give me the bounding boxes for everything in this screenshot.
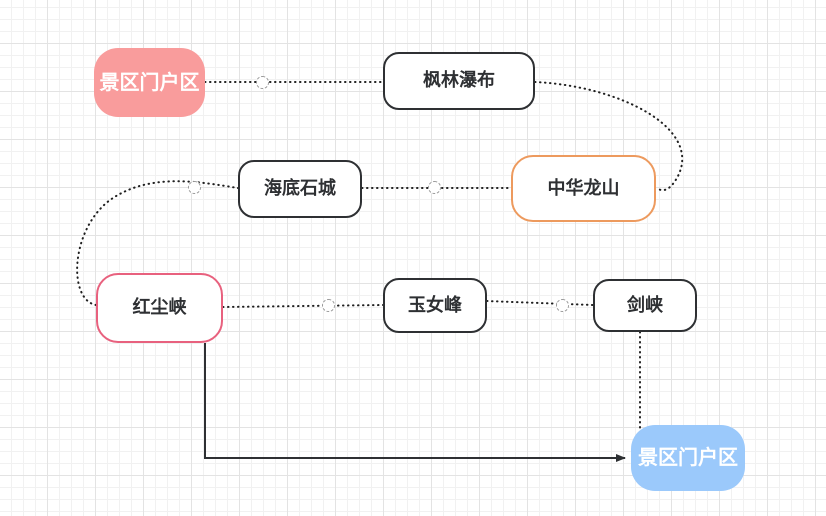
- node-zhonghua-longshan[interactable]: 中华龙山: [511, 155, 656, 222]
- edge-hongchen-xia-to-gateway-bottom[interactable]: [204, 343, 626, 462]
- node-label-haidi-shicheng: 海底石城: [264, 178, 336, 199]
- node-jian-xia[interactable]: 剑峡: [593, 279, 697, 332]
- node-label-gateway-bottom: 景区门户区: [638, 447, 738, 469]
- node-label-zhonghua-longshan: 中华龙山: [547, 177, 620, 198]
- node-fenglin-pubu[interactable]: 枫林瀑布: [383, 52, 535, 110]
- edge-yunv-feng-to-jian-xia[interactable]: [486, 300, 594, 306]
- node-yunv-feng[interactable]: 玉女峰: [383, 278, 487, 333]
- node-label-jian-xia: 剑峡: [627, 294, 663, 315]
- node-label-fenglin-pubu: 枫林瀑布: [423, 70, 495, 91]
- node-label-gateway-top: 景区门户区: [99, 71, 200, 94]
- edge-waypoint-wp1[interactable]: [255, 75, 269, 89]
- node-label-hongchen-xia: 红尘峡: [132, 297, 187, 318]
- edge-waypoint-wp2[interactable]: [187, 180, 201, 194]
- node-hongchen-xia[interactable]: 红尘峡: [96, 273, 223, 343]
- edge-hongchen-xia-to-yunv-feng[interactable]: [222, 304, 384, 308]
- node-label-yunv-feng: 玉女峰: [408, 294, 462, 315]
- edge-waypoint-wp4[interactable]: [321, 298, 335, 312]
- edge-waypoint-wp3[interactable]: [427, 180, 441, 194]
- node-gateway-top[interactable]: 景区门户区: [94, 48, 205, 117]
- node-gateway-bottom[interactable]: 景区门户区: [631, 425, 745, 491]
- node-haidi-shicheng[interactable]: 海底石城: [238, 160, 362, 218]
- edge-waypoint-wp5[interactable]: [555, 298, 569, 312]
